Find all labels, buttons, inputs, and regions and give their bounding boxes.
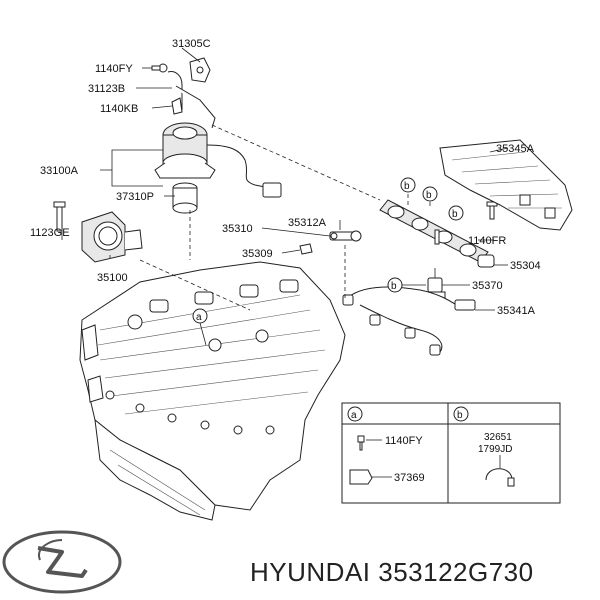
legend-b-title: b: [457, 410, 463, 421]
label-35370: 35370: [472, 280, 503, 292]
callout-b-2: b: [426, 190, 432, 201]
label-1123ge: 1123GE: [30, 227, 70, 239]
callout-b-4: b: [391, 281, 397, 292]
label-35100: 35100: [97, 272, 128, 284]
callout-b-3: b: [452, 209, 458, 220]
brand-part-number: HYUNDAI 353122G730: [250, 557, 534, 587]
legend-a-part1: 1140FY: [385, 435, 423, 447]
wiring-harness-35341a: [342, 286, 476, 356]
legend-a-part2: 37369: [394, 472, 425, 484]
part-31305c-bracket: [189, 57, 211, 83]
bolt-1140kb: [171, 97, 183, 115]
engine-cover-35345a: [439, 139, 573, 231]
legend-box: a b 1140FY 37369 32651 1799JD: [341, 402, 561, 504]
legend-b-part2: 1799JD: [478, 444, 512, 455]
engine-block: [79, 261, 346, 521]
label-35309: 35309: [242, 248, 273, 260]
part-labels: 31305C 1140FY 31123B 1140KB 33100A 37310…: [30, 38, 541, 317]
label-1140fr: 1140FR: [468, 235, 506, 247]
label-35310: 35310: [222, 223, 253, 235]
label-1140fy-top: 1140FY: [95, 63, 133, 75]
hyundai-logo-icon: [2, 530, 122, 594]
label-35341a: 35341A: [497, 305, 536, 317]
callouts: a b b b b: [192, 177, 464, 346]
label-35304: 35304: [510, 260, 541, 272]
fuel-pump-assembly: [154, 71, 282, 198]
label-37310p: 37310P: [116, 191, 154, 203]
label-31305c: 31305C: [172, 38, 211, 50]
seal-35309: [299, 243, 313, 255]
label-35345a: 35345A: [496, 143, 535, 155]
injector-35312a: [329, 230, 362, 242]
callout-a: a: [196, 312, 202, 323]
throttle-body-35100: [81, 211, 143, 263]
tappet-37310p: [172, 182, 198, 214]
label-31123b: 31123B: [88, 83, 125, 95]
label-1140kb: 1140KB: [100, 103, 138, 115]
leader-lines: [61, 47, 509, 311]
label-33100a: 33100A: [40, 165, 79, 177]
legend-b-part1: 32651: [484, 432, 512, 443]
legend-a-title: a: [351, 410, 357, 421]
bolt-1123ge: [53, 201, 66, 232]
bolt-1140fy-top: [151, 63, 168, 73]
callout-b-1: b: [404, 181, 410, 192]
fuel-rail: [379, 199, 498, 268]
label-35312a: 35312A: [288, 217, 327, 229]
